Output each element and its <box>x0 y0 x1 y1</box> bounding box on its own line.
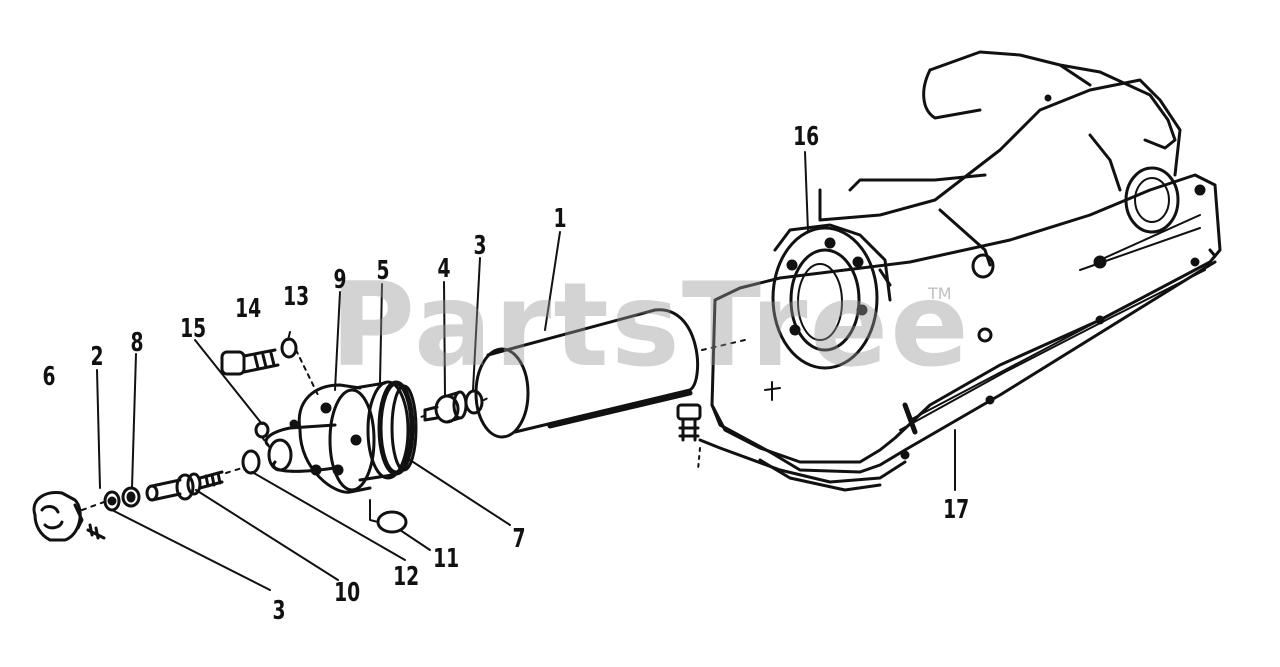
callout-8: 8 <box>130 328 144 358</box>
part-12-o-ring <box>241 449 261 475</box>
part-6-knob <box>32 490 106 542</box>
callout-12: 12 <box>393 562 420 592</box>
leader-lines <box>96 151 956 591</box>
callout-3-upper: 3 <box>473 231 487 261</box>
callout-3-lower: 3 <box>272 596 286 626</box>
part-1-tube <box>474 308 746 439</box>
part-17-housing <box>698 50 1222 492</box>
callout-11: 11 <box>433 544 460 574</box>
callout-16: 16 <box>793 122 820 152</box>
part-9-hub <box>264 383 376 494</box>
part-10-shaft <box>145 470 224 502</box>
callout-7: 7 <box>512 524 526 554</box>
assembly-lines <box>81 415 425 511</box>
callout-9: 9 <box>333 265 347 295</box>
callout-1: 1 <box>553 204 567 234</box>
callout-13: 13 <box>283 282 310 312</box>
watermark-trademark: TM <box>928 284 952 303</box>
callout-17: 17 <box>943 495 970 525</box>
part-13-washer <box>280 337 319 396</box>
callout-10: 10 <box>334 578 361 608</box>
part-15-set-screw <box>254 421 270 439</box>
callout-5: 5 <box>376 256 390 286</box>
callout-2: 2 <box>90 342 104 372</box>
part-11-o-ring <box>369 499 408 534</box>
housing-bolt <box>676 403 702 471</box>
callout-6: 6 <box>42 362 56 392</box>
callout-14: 14 <box>235 294 262 324</box>
watermark-logo: PartsTree <box>330 258 971 393</box>
part-2-nut <box>103 490 121 512</box>
callout-4: 4 <box>437 254 451 284</box>
part-14-bolt <box>220 348 280 376</box>
part-4-fitting <box>423 390 468 424</box>
callout-15: 15 <box>180 314 207 344</box>
part-8-washer <box>121 486 141 508</box>
